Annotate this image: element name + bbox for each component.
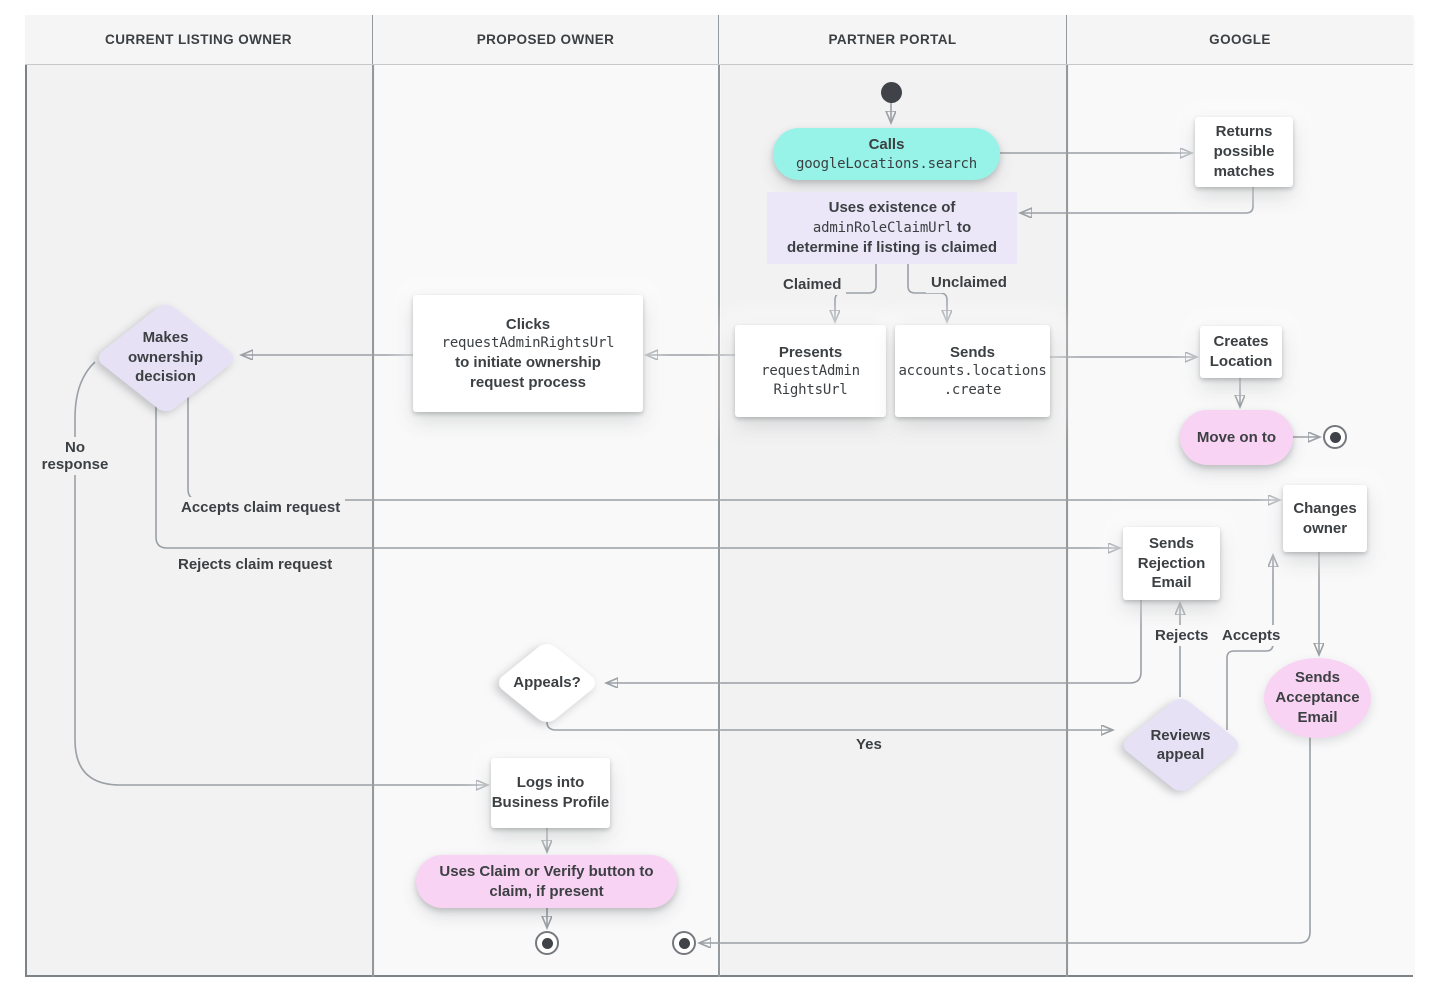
creates-location-node: Creates Location [1200, 326, 1282, 378]
lane-current-listing-owner [27, 17, 375, 975]
swimlane-header-partner-portal: PARTNER PORTAL [719, 15, 1066, 64]
uses-claim-or-verify-node: Uses Claim or Verify button to claim, if… [416, 855, 677, 908]
node-line: determine if listing is claimed [786, 238, 998, 256]
start-node [881, 82, 902, 103]
swimlane-header-current-listing-owner: CURRENT LISTING OWNER [25, 15, 372, 64]
node-line: to initiate ownership [455, 353, 601, 371]
node-title: Sends [949, 343, 995, 361]
end-node [535, 931, 559, 955]
edge-label-rejects-claim-request: Rejects claim request [173, 554, 338, 575]
swimlane-header-google: GOOGLE [1067, 15, 1413, 64]
clicks-request-admin-rights-url-node: Clicks requestAdminRightsUrl to initiate… [413, 295, 643, 412]
node-code: RightsUrl [773, 381, 848, 398]
edge-label-no-response: No response [33, 437, 117, 475]
lane-divider [1066, 15, 1068, 977]
node-code: requestAdminRightsUrl [441, 335, 615, 352]
end-node-dot [1329, 431, 1341, 443]
node-code: googleLocations.search [795, 155, 978, 172]
edge-label-yes: Yes [851, 734, 887, 755]
edge-label-unclaimed: Unclaimed [926, 272, 1012, 293]
diamond-label: Appeals? [513, 674, 581, 692]
move-on-to-node: Move on to [1180, 410, 1293, 465]
uses-existence-node: Uses existence of adminRoleClaimUrl to d… [767, 192, 1017, 264]
logs-into-business-profile-node: Logs into Business Profile [491, 758, 610, 828]
node-code: accounts.locations [898, 363, 1047, 380]
edge-label-claimed: Claimed [778, 274, 847, 295]
presents-request-admin-rights-url-node: Presents requestAdmin RightsUrl [735, 325, 886, 417]
node-line: adminRoleClaimUrl to [813, 218, 971, 238]
node-code: .create [943, 381, 1002, 398]
end-node [672, 931, 696, 955]
edge-label-rejects: Rejects [1150, 625, 1214, 646]
edge-label-accepts: Accepts [1217, 625, 1286, 646]
node-line: Uses existence of [828, 199, 956, 217]
node-code: requestAdmin [761, 363, 860, 380]
edge-label-accepts-claim-request: Accepts claim request [176, 497, 346, 518]
diamond-label: Makes ownership decision [127, 329, 203, 386]
sends-acceptance-email-node: Sends Acceptance Email [1264, 658, 1371, 738]
sends-rejection-email-node: Sends Rejection Email [1123, 527, 1220, 600]
end-node [1323, 425, 1347, 449]
diamond-label: Reviews appeal [1150, 726, 1211, 764]
node-code: adminRoleClaimUrl [812, 220, 953, 237]
node-line: request process [470, 373, 586, 391]
node-line-suffix: to [952, 219, 972, 237]
lane-divider [718, 15, 720, 977]
calls-google-locations-search-node: Calls googleLocations.search [773, 128, 1000, 180]
end-node-dot [541, 937, 553, 949]
reviews-appeal-diamond: Reviews appeal [1118, 695, 1243, 795]
node-title: Presents [778, 343, 843, 361]
makes-ownership-decision-diamond: Makes ownership decision [93, 300, 238, 415]
appeals-diamond: Appeals? [493, 640, 601, 726]
lane-divider [372, 15, 374, 977]
lane-proposed-owner [375, 17, 721, 975]
returns-possible-matches-node: Returns possible matches [1195, 117, 1293, 187]
changes-owner-node: Changes owner [1283, 485, 1367, 552]
node-title: Calls [868, 135, 905, 153]
swimlane-header-row: CURRENT LISTING OWNER PROPOSED OWNER PAR… [25, 15, 1413, 65]
node-title: Clicks [505, 315, 551, 333]
end-node-dot [678, 937, 690, 949]
swimlane-header-proposed-owner: PROPOSED OWNER [373, 15, 718, 64]
sends-accounts-locations-create-node: Sends accounts.locations .create [895, 325, 1050, 417]
